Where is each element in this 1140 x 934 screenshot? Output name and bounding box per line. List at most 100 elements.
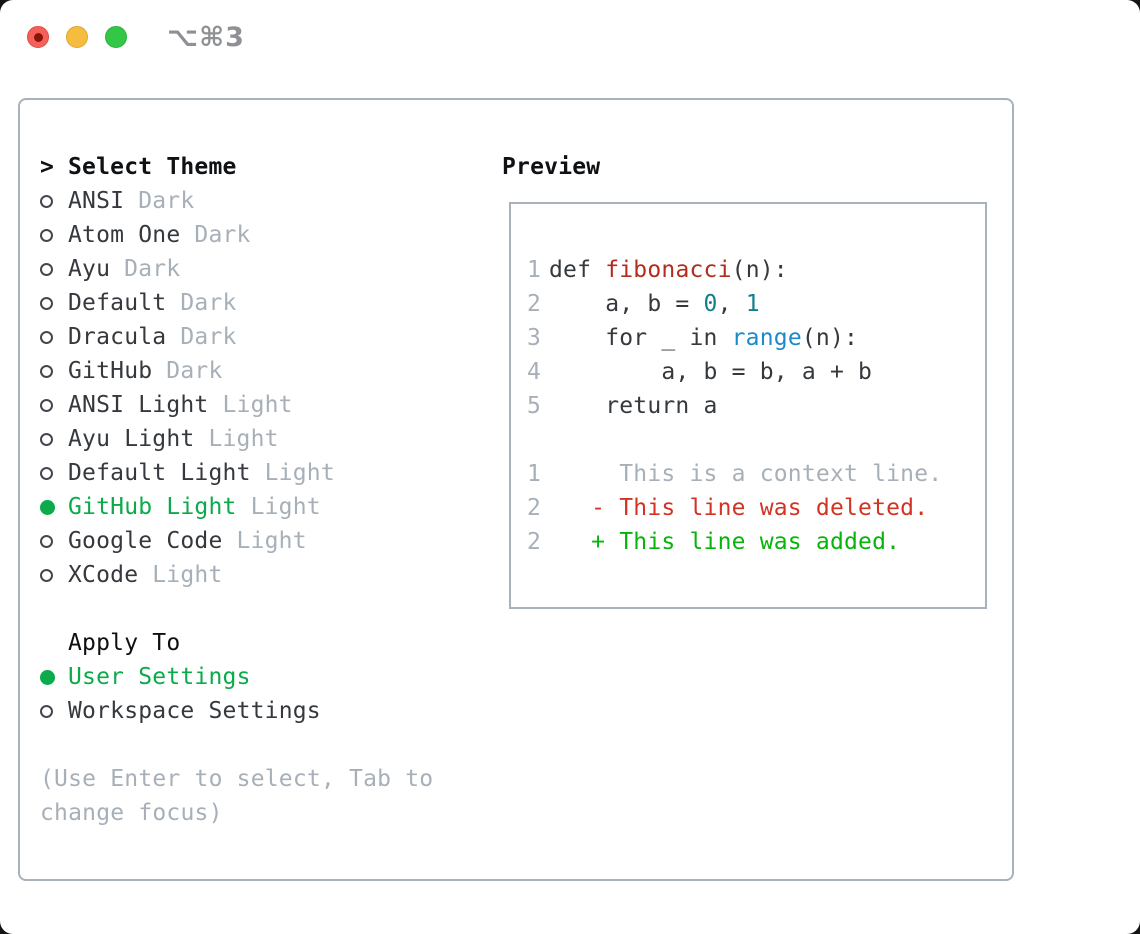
theme-option-google-code[interactable]: Google Code Light xyxy=(40,524,490,558)
radio-icon xyxy=(40,296,68,310)
theme-name-label: GitHub Light xyxy=(68,494,237,520)
zoom-button[interactable] xyxy=(105,26,127,48)
close-button[interactable] xyxy=(27,26,49,48)
select-theme-title: Select Theme xyxy=(68,154,237,180)
theme-option-ansi-light[interactable]: ANSI Light Light xyxy=(40,388,490,422)
code-line: 2 - This line was deleted. xyxy=(527,491,985,525)
line-number: 2 xyxy=(527,529,542,555)
theme-name-label: Dracula xyxy=(68,324,167,350)
radio-icon xyxy=(40,364,68,378)
theme-option-atom-one[interactable]: Atom One Dark xyxy=(40,218,490,252)
apply-option-user-settings[interactable]: User Settings xyxy=(40,660,490,694)
minimize-button[interactable] xyxy=(66,26,88,48)
theme-name-label: GitHub xyxy=(68,358,153,384)
theme-name-label: Default xyxy=(68,290,167,316)
theme-name-label: Ayu xyxy=(68,256,111,282)
theme-option-ayu[interactable]: Ayu Dark xyxy=(40,252,490,286)
prompt-icon: > xyxy=(40,154,54,180)
help-text: (Use Enter to select, Tab to change focu… xyxy=(40,762,490,830)
theme-variant-label: Light xyxy=(222,392,293,418)
theme-variant-label: Light xyxy=(236,528,307,554)
radio-icon xyxy=(40,466,68,480)
theme-variant-label: Light xyxy=(152,562,223,588)
theme-option-default-light[interactable]: Default Light Light xyxy=(40,456,490,490)
theme-name-label: XCode xyxy=(68,562,139,588)
code-line: 3 for _ in range(n): xyxy=(527,321,985,355)
theme-name-label: Default Light xyxy=(68,460,251,486)
select-theme-header: > Select Theme xyxy=(40,150,490,184)
close-dot-icon xyxy=(33,32,43,42)
theme-variant-label: Dark xyxy=(138,188,195,214)
radio-icon xyxy=(40,262,68,276)
theme-option-github-light[interactable]: GitHub Light Light xyxy=(40,490,490,524)
theme-option-dracula[interactable]: Dracula Dark xyxy=(40,320,490,354)
radio-selected-icon xyxy=(40,499,68,515)
theme-option-default[interactable]: Default Dark xyxy=(40,286,490,320)
apply-to-header: Apply To xyxy=(40,626,490,660)
radio-icon xyxy=(40,330,68,344)
help-line: (Use Enter to select, Tab to xyxy=(40,766,434,792)
theme-name-label: Ayu Light xyxy=(68,426,195,452)
theme-variant-label: Light xyxy=(264,460,335,486)
theme-name-label: ANSI xyxy=(68,188,125,214)
radio-icon xyxy=(40,228,68,242)
line-number: 1 xyxy=(527,257,542,283)
theme-variant-label: Dark xyxy=(194,222,251,248)
code-token: This is a context line. xyxy=(549,461,943,487)
section-gap xyxy=(40,728,490,762)
code-token: - This line was deleted. xyxy=(549,495,929,521)
code-token: for _ in xyxy=(549,325,732,351)
radio-icon xyxy=(40,568,68,582)
code-line: 1 This is a context line. xyxy=(527,457,985,491)
line-number: 3 xyxy=(527,325,542,351)
line-number: 2 xyxy=(527,291,542,317)
radio-icon xyxy=(40,398,68,412)
code-token: 0 xyxy=(703,291,718,317)
radio-icon xyxy=(40,194,68,208)
theme-option-ayu-light[interactable]: Ayu Light Light xyxy=(40,422,490,456)
code-line xyxy=(527,423,985,457)
theme-variant-label: Light xyxy=(208,426,279,452)
code-token: (n): xyxy=(801,325,859,351)
theme-variant-label: Dark xyxy=(180,324,237,350)
code-token: fibonacci xyxy=(605,257,732,283)
code-token: range xyxy=(731,325,802,351)
window-title: ⌥⌘3 xyxy=(167,22,245,53)
theme-variant-label: Dark xyxy=(180,290,237,316)
code-line: 5 return a xyxy=(527,389,985,423)
code-token: + This line was added. xyxy=(549,529,901,555)
code-line: 4 a, b = b, a + b xyxy=(527,355,985,389)
theme-variant-label: Light xyxy=(250,494,321,520)
theme-name-label: Google Code xyxy=(68,528,223,554)
code-token: return a xyxy=(549,393,718,419)
section-gap xyxy=(40,592,490,626)
theme-option-ansi[interactable]: ANSI Dark xyxy=(40,184,490,218)
apply-option-workspace-settings[interactable]: Workspace Settings xyxy=(40,694,490,728)
apply-option-label: Workspace Settings xyxy=(68,698,321,724)
line-number: 1 xyxy=(527,461,542,487)
code-token: a, b = xyxy=(549,291,704,317)
theme-option-xcode[interactable]: XCode Light xyxy=(40,558,490,592)
apply-to-title: Apply To xyxy=(68,630,181,656)
theme-variant-label: Dark xyxy=(166,358,223,384)
code-line: 2 + This line was added. xyxy=(527,525,985,559)
radio-selected-icon xyxy=(40,669,68,685)
radio-icon xyxy=(40,432,68,446)
code-token: (n): xyxy=(731,257,788,283)
code-token: a, b = b, a + b xyxy=(549,359,873,385)
code-line: 2 a, b = 0, 1 xyxy=(527,287,985,321)
help-line: change focus) xyxy=(40,800,223,826)
titlebar: ⌥⌘3 xyxy=(0,0,1140,74)
theme-name-label: ANSI Light xyxy=(68,392,209,418)
preview-title: Preview xyxy=(502,154,601,180)
theme-name-label: Atom One xyxy=(68,222,181,248)
line-number: 4 xyxy=(527,359,542,385)
theme-variant-label: Dark xyxy=(124,256,181,282)
radio-icon xyxy=(40,534,68,548)
theme-option-github[interactable]: GitHub Dark xyxy=(40,354,490,388)
